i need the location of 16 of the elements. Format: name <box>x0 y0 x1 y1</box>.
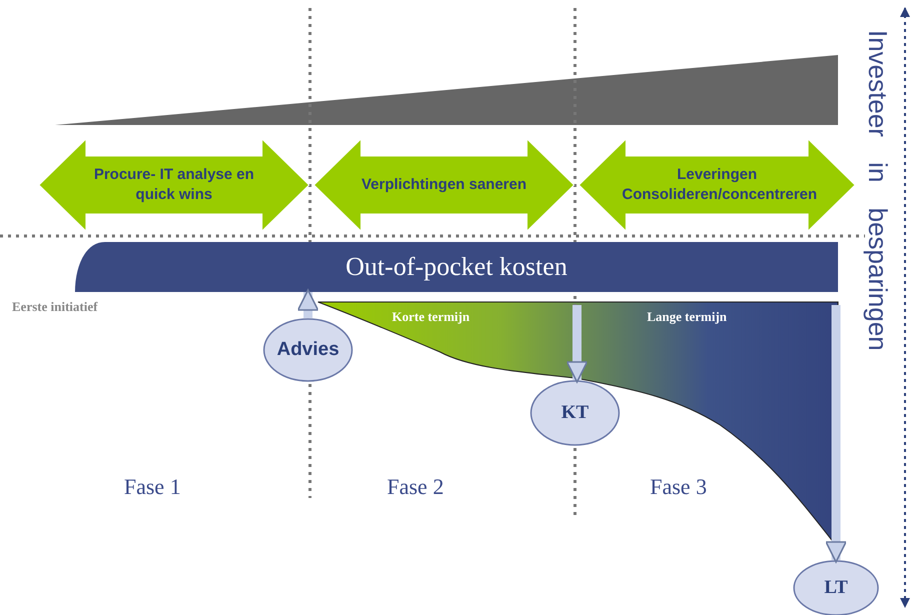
phase-banner: Verplichtingen saneren <box>313 138 575 232</box>
phase-banner: Procure- IT analyse en quick wins <box>38 138 310 232</box>
arrow <box>297 289 319 318</box>
cost-band: Out-of-pocket kosten <box>75 242 838 292</box>
phase-label: Fase 3 <box>650 474 707 500</box>
period-label: Korte termijn <box>392 309 470 325</box>
period-label: Lange termijn <box>647 309 727 325</box>
ellipse-node: KT <box>530 380 620 446</box>
arrow <box>825 305 847 563</box>
phase-banner: Leveringen Consolideren/concentreren <box>578 138 856 232</box>
advice-ellipse: Advies <box>263 318 353 382</box>
axis-label: Investeer in besparingen <box>862 30 893 351</box>
phase-label: Fase 1 <box>124 474 181 500</box>
phase-label: Fase 2 <box>387 474 444 500</box>
arrow <box>566 305 588 383</box>
annotation-text: Eerste initiatief <box>12 299 98 315</box>
